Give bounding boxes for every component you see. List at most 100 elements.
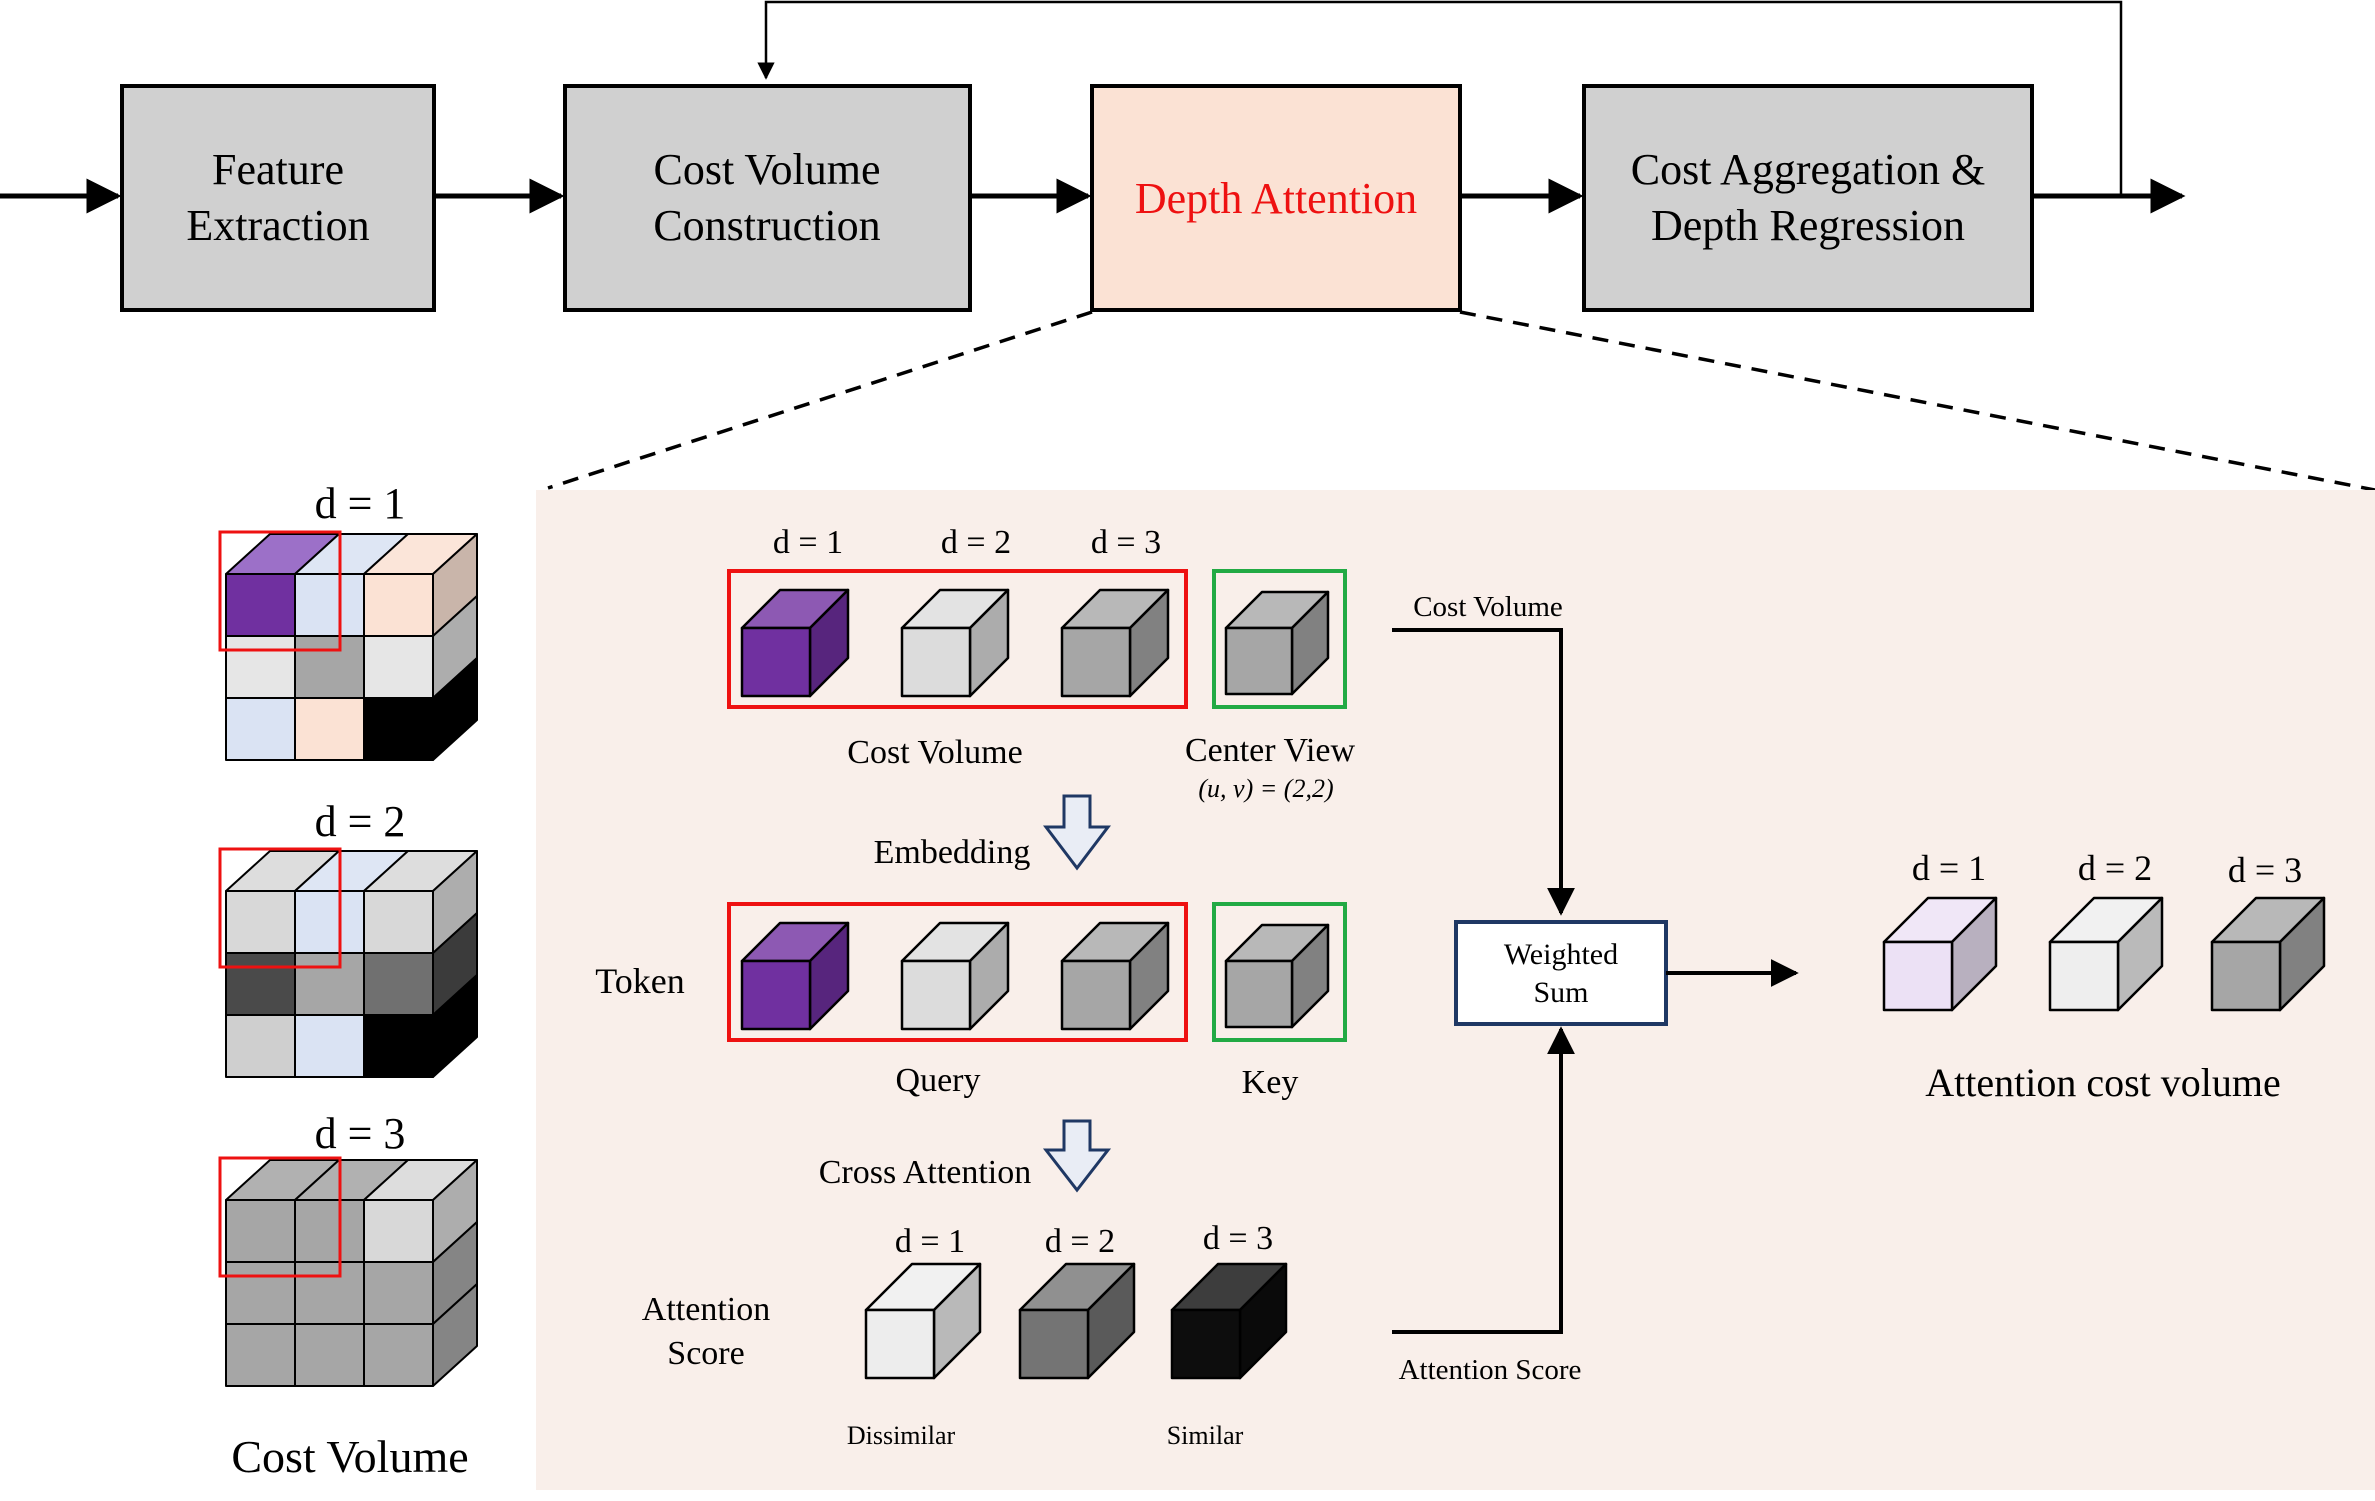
output-cube-d1-front bbox=[1882, 940, 1954, 1012]
vol2-front-0-0 bbox=[225, 890, 296, 954]
vol1-front-0-2 bbox=[363, 573, 434, 637]
attention-score-cube-d1-front bbox=[864, 1308, 936, 1380]
center-view-frame bbox=[1212, 569, 1347, 709]
key-label: Key bbox=[1242, 1064, 1299, 1101]
key-cube-shape bbox=[1224, 923, 1330, 1029]
center-view-label: Center View bbox=[1185, 732, 1356, 769]
feature-extraction-box bbox=[120, 84, 436, 312]
vol3-front-2-1 bbox=[294, 1323, 365, 1387]
vol2-selection-highlight bbox=[218, 847, 342, 969]
zoom-line-right bbox=[1459, 310, 2375, 492]
cv-d1-label: d = 1 bbox=[773, 524, 843, 561]
cost-volume-d3 bbox=[218, 1156, 478, 1387]
attention-score-cube-d2-front bbox=[1018, 1308, 1090, 1380]
vol3-front-1-0 bbox=[225, 1261, 296, 1325]
token-label: Token bbox=[595, 961, 684, 1001]
attention-cost-volume-caption: Attention cost volume bbox=[1925, 1060, 2281, 1105]
attention-score-input-label: Attention Score bbox=[1399, 1354, 1582, 1386]
vol3-front-1-2 bbox=[363, 1261, 434, 1325]
vol1-front-1-0 bbox=[225, 635, 296, 699]
vol3-front-2-0 bbox=[225, 1323, 296, 1387]
cost-volume-cube-d2 bbox=[900, 588, 1010, 698]
cost-volume-cube-d3 bbox=[1060, 588, 1170, 698]
output-d3-label: d = 3 bbox=[2228, 850, 2302, 890]
left-cost-volume-caption: Cost Volume bbox=[231, 1431, 468, 1482]
vol1-selection-highlight bbox=[218, 530, 342, 652]
attention-score-to-sum-arrow bbox=[1392, 1026, 1575, 1334]
query-cube-d1-front bbox=[740, 959, 812, 1031]
left-cost-volume: d = 1 d = 2 d = 3 Cost Volume bbox=[218, 479, 478, 1482]
cost-volume-cube-d2-front bbox=[900, 626, 972, 698]
vol2-front-1-0 bbox=[225, 952, 296, 1016]
output-d2-label: d = 2 bbox=[2078, 848, 2152, 888]
attention-score-row-label-2: Score bbox=[667, 1335, 744, 1372]
query-label: Query bbox=[896, 1062, 981, 1099]
center-view-coords: (u, v) = (2,2) bbox=[1198, 774, 1333, 803]
vol1-front-2-0 bbox=[225, 697, 296, 761]
cross-attention-hollow-arrow bbox=[1042, 1119, 1112, 1193]
cost-aggregation-label-2: Depth Regression bbox=[1651, 201, 1965, 250]
vol2-front-2-1 bbox=[294, 1014, 365, 1078]
cost-volume-d2 bbox=[218, 847, 478, 1078]
center-view-cube-shape bbox=[1224, 590, 1330, 696]
query-cube-d3-front bbox=[1060, 959, 1132, 1031]
cost-volume-cube-d3-front bbox=[1060, 626, 1132, 698]
dissimilar-label: Dissimilar bbox=[847, 1421, 956, 1450]
feature-extraction-label-1: Feature bbox=[212, 145, 344, 194]
output-cube-d3 bbox=[2210, 896, 2326, 1012]
key-cube bbox=[1224, 923, 1330, 1029]
cost-aggregation-label-1: Cost Aggregation & bbox=[1631, 145, 1985, 194]
vol2-front-2-0 bbox=[225, 1014, 296, 1078]
attention-score-cube-d3-front bbox=[1170, 1308, 1242, 1380]
embedding-hollow-arrow bbox=[1042, 794, 1112, 871]
vol2-front-1-2 bbox=[363, 952, 434, 1016]
output-cube-d2 bbox=[2048, 896, 2164, 1012]
query-cube-d1 bbox=[740, 921, 850, 1031]
output-cube-d1 bbox=[1882, 896, 1998, 1012]
key-frame bbox=[1212, 902, 1347, 1042]
query-cube-d2-front bbox=[900, 959, 972, 1031]
attention-score-cubes bbox=[864, 1262, 1288, 1380]
cost-volume-construction-box bbox=[563, 84, 972, 312]
vol3-front-2-2 bbox=[363, 1323, 434, 1387]
cv-d2-label: d = 2 bbox=[941, 524, 1011, 561]
attention-score-row-label-1: Attention bbox=[642, 1291, 770, 1328]
vol1-front-0-1 bbox=[294, 573, 365, 637]
score-d3-label: d = 3 bbox=[1203, 1220, 1273, 1257]
vol2-front-0-2 bbox=[363, 890, 434, 954]
vol3-front-0-1 bbox=[294, 1199, 365, 1263]
vol3-front-0-2 bbox=[363, 1199, 434, 1263]
attention-score-cube-d3 bbox=[1170, 1262, 1288, 1380]
vol2-front-0-1 bbox=[294, 890, 365, 954]
attention-cost-volume-cubes bbox=[1882, 896, 2326, 1012]
vol1-front-2-1 bbox=[294, 697, 365, 761]
weighted-sum-label-1: Weighted bbox=[1504, 938, 1618, 971]
cost-volume-row-label: Cost Volume bbox=[847, 734, 1022, 771]
cost-volume-cube-d1 bbox=[740, 588, 850, 698]
cross-attention-label: Cross Attention bbox=[819, 1154, 1032, 1191]
cost-volume-input-label: Cost Volume bbox=[1413, 591, 1563, 623]
attention-score-cube-d2 bbox=[1018, 1262, 1136, 1380]
cost-volume-frame bbox=[727, 569, 1188, 709]
cost-aggregation-box bbox=[1582, 84, 2034, 312]
query-cube-d3 bbox=[1060, 921, 1170, 1031]
output-d1-label: d = 1 bbox=[1912, 848, 1986, 888]
vol3-selection-highlight bbox=[218, 1156, 342, 1278]
query-frame bbox=[727, 902, 1188, 1042]
cost-volume-d1 bbox=[218, 530, 478, 761]
left-d1-label: d = 1 bbox=[315, 479, 406, 528]
query-cube-d2 bbox=[900, 921, 1010, 1031]
score-d1-label: d = 1 bbox=[895, 1223, 965, 1260]
vol3-front-0-0 bbox=[225, 1199, 296, 1263]
pipeline: Feature Extraction Cost Volume Construct… bbox=[0, 0, 2375, 492]
vol1-front-1-2 bbox=[363, 635, 434, 699]
weighted-sum-box bbox=[1454, 920, 1668, 1026]
vol1-front-2-2 bbox=[363, 697, 434, 761]
similar-label: Similar bbox=[1167, 1421, 1244, 1450]
key-cube-shape-front bbox=[1224, 959, 1294, 1029]
feedback-loop-arrow bbox=[757, 0, 2123, 196]
cost-volume-cubes bbox=[740, 588, 1170, 698]
vol2-front-2-2 bbox=[363, 1014, 434, 1078]
vol1-front-1-1 bbox=[294, 635, 365, 699]
